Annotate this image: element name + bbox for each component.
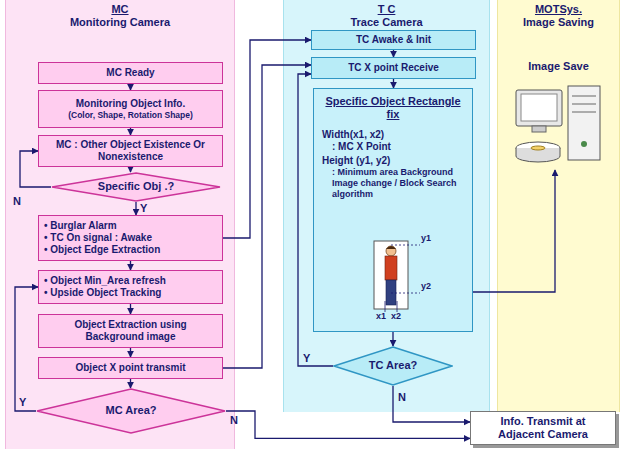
node-text: Specific Obj .? xyxy=(98,180,174,193)
process-box: Object Extraction using Background image xyxy=(38,314,223,348)
decision-diamond: MC Area? xyxy=(36,388,226,434)
flow-arrow xyxy=(392,332,393,346)
node-text: • Object Min_Area refresh xyxy=(44,275,217,287)
flow-arrow xyxy=(130,167,131,172)
node-text: : MC X Point xyxy=(322,141,464,153)
flow-arrow xyxy=(130,304,131,314)
node-text: (Color, Shape, Rotation Shape) xyxy=(44,110,217,120)
decision-diamond: TC Area? xyxy=(333,346,453,386)
process-box: Specific Object Rectangle fixWidth(x1, x… xyxy=(313,88,473,332)
flow-arrow xyxy=(226,411,470,438)
dimension-label: y2 xyxy=(421,281,431,291)
node-text: • Object Edge Extraction xyxy=(44,244,217,256)
flow-arrow xyxy=(130,348,131,357)
flow-arrow xyxy=(15,287,38,411)
node-text: TC X point Receive xyxy=(317,62,470,74)
flow-arrow xyxy=(393,386,470,422)
node-text: • TC On signal : Awake xyxy=(44,232,217,244)
node-text: TC Area? xyxy=(369,359,418,372)
diamond-text-area: MC Area? xyxy=(36,388,226,434)
node-text: • Upside Object Tracking xyxy=(44,287,217,299)
person-figure xyxy=(372,239,424,313)
band-title: MOTSys. xyxy=(498,3,619,16)
camera-band: MCMonitoring Camera MC ReadyMonitoring Ob… xyxy=(5,0,235,449)
node-text: Object Extraction using Background image xyxy=(44,319,217,343)
dimension-label: x2 xyxy=(391,311,401,321)
flow-arrow xyxy=(135,202,136,215)
node-text: Monitoring Object Info. xyxy=(44,98,217,110)
decision-diamond: Specific Obj .? xyxy=(51,172,221,202)
process-box: MC Ready xyxy=(38,62,223,84)
branch-label: Y xyxy=(140,202,147,214)
node-text: Height (y1, y2) xyxy=(322,155,464,167)
storage-icon: Image Save xyxy=(506,60,611,170)
flow-arrow xyxy=(130,84,131,90)
node-text: Width(x1, x2) xyxy=(322,129,464,141)
branch-label: N xyxy=(230,414,238,426)
process-box: Monitoring Object Info.(Color, Shape, Ro… xyxy=(38,90,223,128)
flow-arrow xyxy=(130,128,131,135)
flow-arrow xyxy=(20,151,51,187)
diamond-text-area: Specific Obj .? xyxy=(51,172,221,202)
system-band: MOTSys.Image SavingImage Save xyxy=(497,0,620,412)
node-text: MC Area? xyxy=(106,404,157,417)
process-box: TC X point Receive xyxy=(311,57,476,79)
band-title: MC xyxy=(6,3,234,16)
branch-label: Y xyxy=(303,352,310,364)
flow-arrow xyxy=(130,379,131,388)
node-text: • Burglar Alarm xyxy=(44,220,217,232)
band-subtitle: Trace Camera xyxy=(284,16,489,29)
flow-arrow xyxy=(298,74,333,366)
flow-arrow xyxy=(393,79,394,88)
diamond-text-area: TC Area? xyxy=(333,346,453,386)
dimension-label: x1 xyxy=(376,311,386,321)
computer-icon xyxy=(508,82,608,168)
process-box: • Object Min_Area refresh• Upside Object… xyxy=(38,270,223,304)
band-subtitle: Monitoring Camera xyxy=(6,16,234,29)
node-text: Object X point transmit xyxy=(44,362,217,374)
process-box: MC : Other Object Existence Or Nonexiste… xyxy=(38,135,223,167)
node-text: Info. Transmit at Adjacent Camera xyxy=(476,415,610,441)
transmit-box: Info. Transmit at Adjacent Camera xyxy=(470,411,616,445)
node-text: Image Save xyxy=(506,60,611,73)
dimension-label: y1 xyxy=(421,233,431,243)
flow-arrow xyxy=(130,261,131,270)
process-box: Object X point transmit xyxy=(38,357,223,379)
node-text: MC : Other Object Existence Or Nonexiste… xyxy=(44,139,217,163)
node-text: Specific Object Rectangle fix xyxy=(322,95,464,121)
process-box: TC Awake & Init xyxy=(311,30,476,50)
flow-arrow xyxy=(473,170,555,292)
node-text: MC Ready xyxy=(44,67,217,79)
node-text: TC Awake & Init xyxy=(317,34,470,46)
camera-band: T CTrace Camera TC Awake & Init TC X point… xyxy=(283,0,490,412)
band-title: T C xyxy=(284,3,489,16)
branch-label: Y xyxy=(19,396,26,408)
node-text: : Minimum area Background Image change /… xyxy=(322,167,464,199)
branch-label: N xyxy=(13,195,21,207)
branch-label: N xyxy=(398,391,406,403)
band-subtitle: Image Saving xyxy=(498,16,619,29)
process-box: • Burglar Alarm• TC On signal : Awake• O… xyxy=(38,215,223,261)
flow-arrow xyxy=(393,50,394,57)
